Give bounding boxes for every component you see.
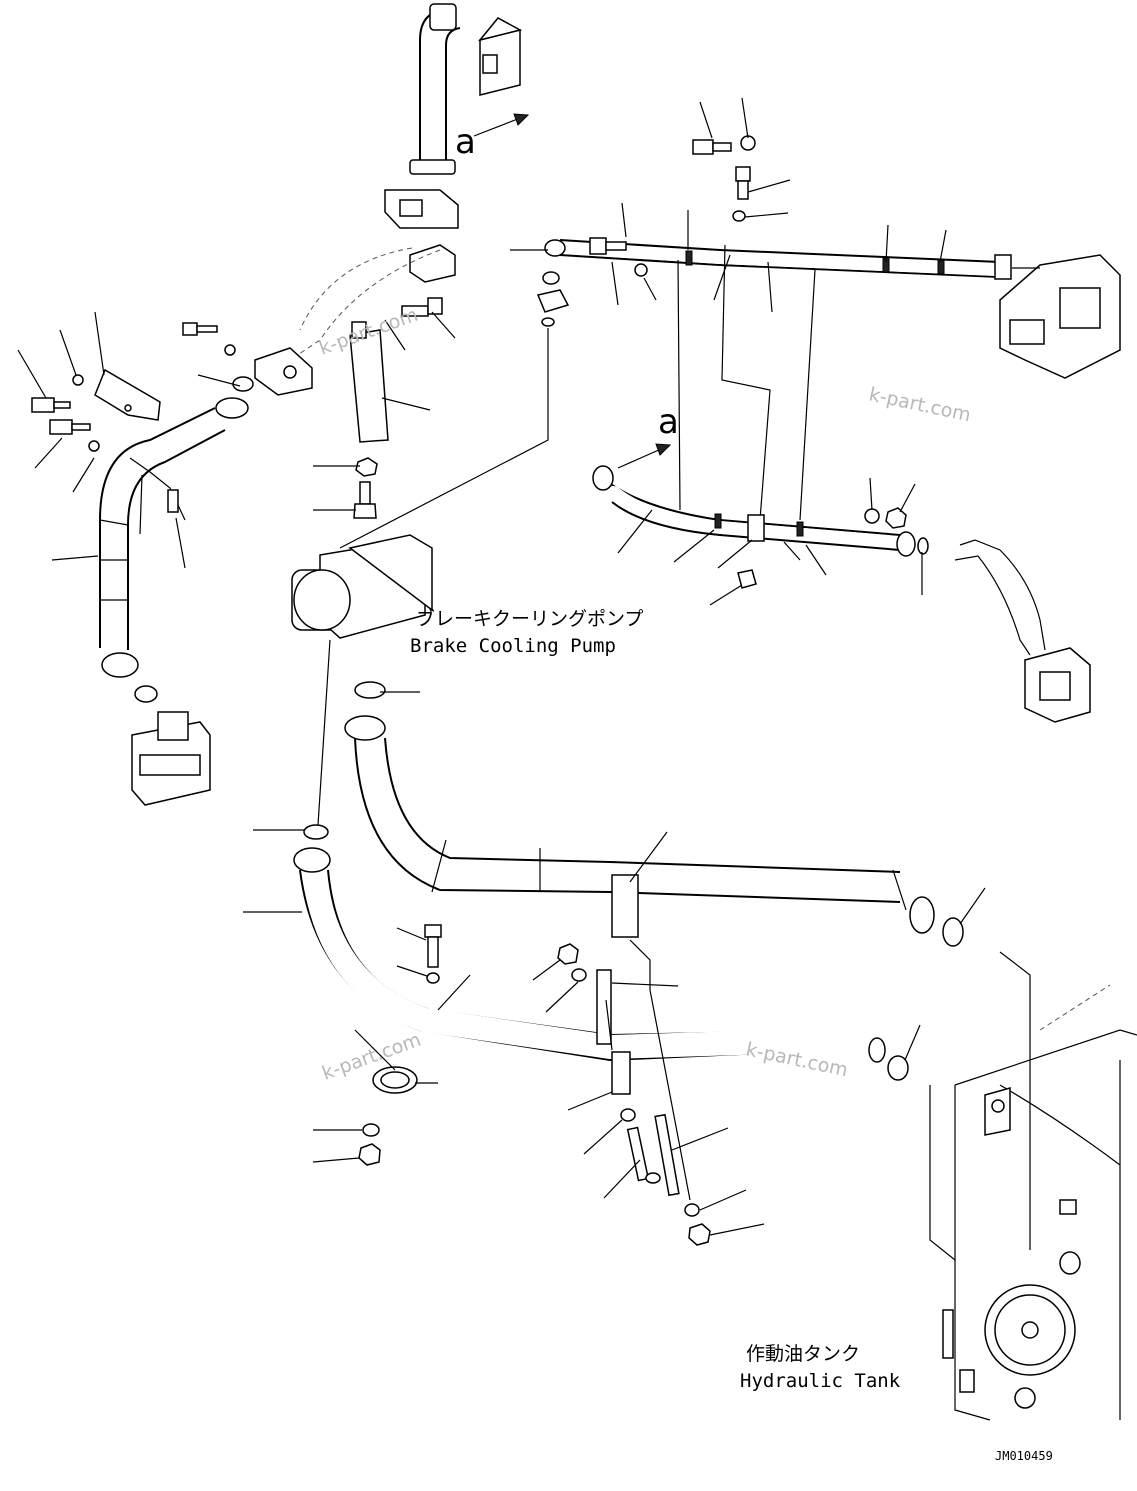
right-mid-valve bbox=[954, 539, 1091, 723]
right-top-valve bbox=[999, 254, 1121, 379]
o-ring-top-right bbox=[542, 271, 560, 285]
small-flange-top-right bbox=[536, 289, 570, 313]
o-ring-lower bbox=[303, 824, 329, 840]
o-ring-hose-1-end bbox=[942, 917, 964, 947]
hydraulic-tank bbox=[942, 984, 1137, 1421]
flange-block-2 bbox=[409, 244, 456, 283]
drawing-code: JM010459 bbox=[995, 1449, 1053, 1463]
upper-valve-block bbox=[477, 17, 523, 96]
dashed-hose-route bbox=[289, 247, 441, 361]
callout-lines bbox=[17, 97, 986, 1236]
long-bolt-1 bbox=[626, 1126, 661, 1184]
reference-a-right: a bbox=[658, 402, 679, 442]
right-leader-lines bbox=[677, 244, 1040, 521]
left-hose bbox=[99, 397, 249, 678]
hose-1-clamp bbox=[611, 874, 639, 938]
tank-label-ja: 作動油タンク bbox=[746, 1343, 860, 1365]
left-bolts bbox=[31, 374, 100, 452]
lower-nut-3 bbox=[688, 1223, 711, 1246]
upper-right-washer-2 bbox=[732, 210, 746, 222]
reference-a-top: a bbox=[455, 122, 476, 162]
upper-right-washer bbox=[740, 135, 756, 151]
washer-top bbox=[224, 344, 236, 356]
tank-label-en: Hydraulic Tank bbox=[740, 1370, 901, 1392]
lower-washer-5 bbox=[684, 1203, 700, 1217]
pump-leader-lines bbox=[317, 328, 549, 826]
lower-hose-2 bbox=[293, 847, 886, 1063]
upper-right-bolt bbox=[692, 139, 732, 155]
o-ring-pump bbox=[354, 681, 386, 699]
center-lower-bolt bbox=[353, 481, 377, 519]
lower-hose-1 bbox=[344, 715, 935, 934]
lower-bracket bbox=[596, 969, 612, 1045]
saddle-clamp bbox=[372, 1066, 418, 1094]
o-ring-top bbox=[232, 376, 254, 392]
o-ring-top-right-2 bbox=[541, 317, 555, 327]
upper-right-bolt-2 bbox=[735, 166, 751, 200]
lower-nut-1 bbox=[557, 943, 579, 965]
left-clamp bbox=[129, 457, 186, 521]
flange-bolt-top-right bbox=[589, 237, 627, 255]
split-flange bbox=[254, 347, 313, 396]
lower-washer-3 bbox=[362, 1123, 380, 1137]
o-ring-mid-right bbox=[917, 537, 929, 555]
washer-mid-right bbox=[864, 508, 880, 524]
small-bolt-top bbox=[182, 322, 218, 336]
pump-label-en: Brake Cooling Pump bbox=[410, 635, 616, 657]
lower-washer-1 bbox=[426, 972, 440, 984]
left-bracket bbox=[94, 368, 161, 421]
lower-nut-2 bbox=[358, 1143, 381, 1166]
reference-arrow-top-head bbox=[513, 113, 530, 126]
center-bolt bbox=[401, 297, 443, 317]
nut-mid-right bbox=[885, 507, 907, 529]
washer-top-right bbox=[634, 263, 648, 277]
flange-block-1 bbox=[384, 189, 459, 229]
lower-washer-2 bbox=[571, 968, 587, 982]
brake-cooling-pump bbox=[291, 534, 433, 639]
reference-arrow-right-head bbox=[655, 443, 672, 456]
o-ring-left-lower bbox=[134, 685, 158, 703]
hose-2-clamp bbox=[611, 1051, 631, 1095]
pump-label-ja: ブレーキクーリングポンプ bbox=[416, 607, 643, 630]
long-stud bbox=[654, 1113, 680, 1197]
clip-mid-right bbox=[737, 569, 757, 589]
lower-washer-4 bbox=[620, 1108, 636, 1122]
o-ring-hose-2-end bbox=[887, 1055, 909, 1081]
center-nut bbox=[355, 457, 378, 477]
lower-left-valve bbox=[131, 711, 211, 806]
watermark-2: k-part.com bbox=[867, 383, 973, 426]
lower-leader-lines bbox=[605, 939, 1031, 1261]
middle-right-hose bbox=[592, 465, 916, 557]
center-bracket bbox=[349, 321, 389, 443]
upper-vertical-hose bbox=[409, 3, 461, 175]
lower-bolt-1 bbox=[424, 924, 442, 968]
